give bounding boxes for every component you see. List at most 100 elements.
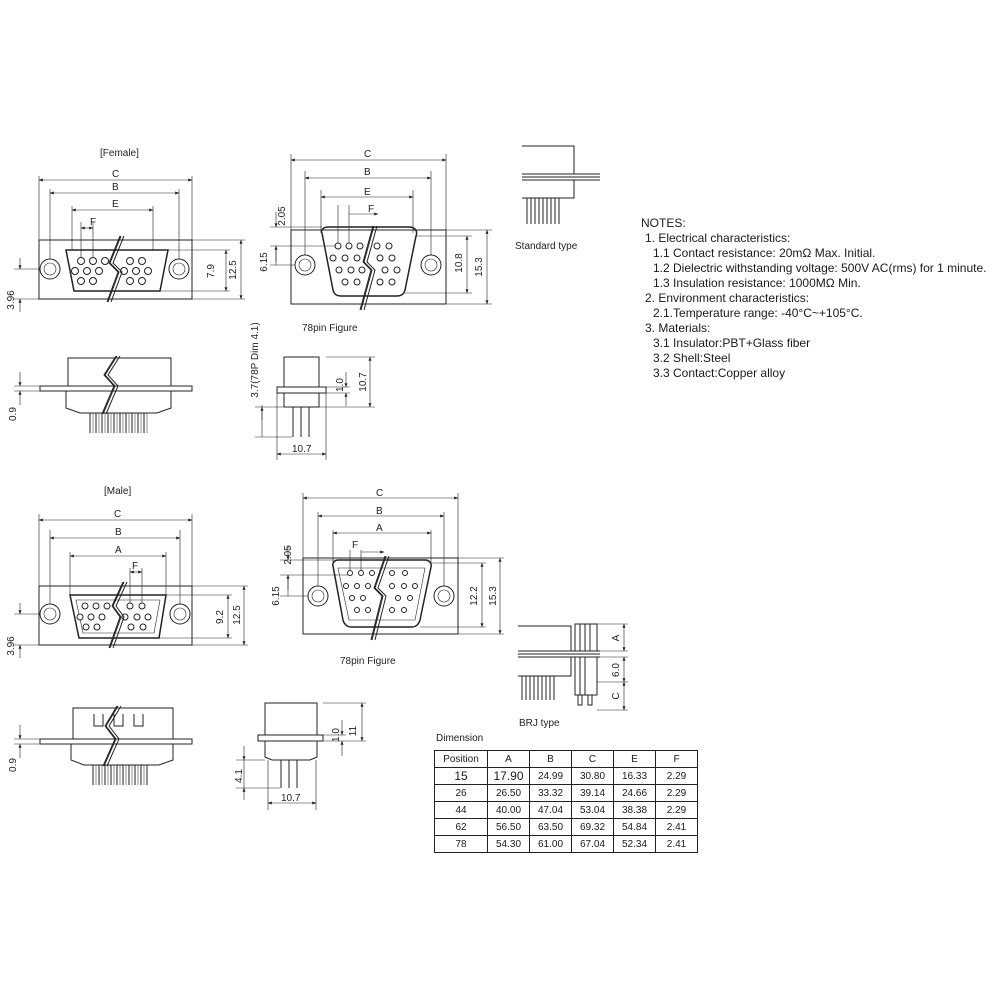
dim-1-0-m: 1.0 xyxy=(331,728,342,742)
dim-c-label: C xyxy=(112,169,119,180)
dim-7-9: 7.9 xyxy=(206,264,217,278)
table-cell: 39.14 xyxy=(571,784,614,802)
table-cell: 52.34 xyxy=(613,835,656,853)
brj-type-caption: BRJ type xyxy=(519,718,560,729)
table-cell: 54.30 xyxy=(487,835,530,853)
table-header-row: Position A B C E F xyxy=(434,750,698,768)
table-cell: 61.00 xyxy=(529,835,572,853)
dim-a-label-m: A xyxy=(115,545,122,556)
fig78-female-caption: 78pin Figure xyxy=(302,323,358,334)
dim-12-5-m: 12.5 xyxy=(232,605,243,625)
dim-10-8: 10.8 xyxy=(454,253,465,273)
table-cell: 78 xyxy=(434,835,488,853)
fig78-male-caption: 78pin Figure xyxy=(340,656,396,667)
standard-type-caption: Standard type xyxy=(515,241,578,252)
dim-b-label: B xyxy=(112,182,119,193)
brj-dim-6-0: 6.0 xyxy=(611,663,622,677)
dimension-title: Dimension xyxy=(436,733,484,744)
table-cell: 40.00 xyxy=(487,801,530,819)
table-header-cell: B xyxy=(529,750,572,768)
female-side-view: 0.9 xyxy=(8,355,193,433)
table-row: 78 54.30 61.00 67.04 52.34 2.41 xyxy=(434,835,698,853)
dim-15-3-f: 15.3 xyxy=(474,257,485,277)
dim-f-label-78f: F xyxy=(368,204,374,215)
table-cell: 2.41 xyxy=(655,835,698,853)
dim-3-7-78p: 3.7(78P Dim 4.1) xyxy=(250,322,261,397)
table-cell: 47.04 xyxy=(529,801,572,819)
female-front-view: [Female] C B E F 7.9 12.5 xyxy=(6,148,245,312)
brj-dim-a: A xyxy=(611,634,622,641)
table-header-cell: A xyxy=(487,750,530,768)
notes-block: NOTES: 1. Electrical characteristics: 1.… xyxy=(641,216,986,381)
dim-e-label: E xyxy=(112,199,119,210)
table-row: 44 40.00 47.04 53.04 38.38 2.29 xyxy=(434,801,698,819)
note-line: 1.2 Dielectric withstanding voltage: 500… xyxy=(653,261,987,275)
dim-4-1: 4.1 xyxy=(234,769,245,783)
table-row: 15 17.90 24.99 30.80 16.33 2.29 xyxy=(434,767,698,785)
table-cell: 26 xyxy=(434,784,488,802)
dim-b-label-78m: B xyxy=(376,506,383,517)
table-header-cell: F xyxy=(655,750,698,768)
dim-12-5: 12.5 xyxy=(228,260,239,280)
dim-2-05-f: 2.05 xyxy=(277,206,288,226)
note-line: 1. Electrical characteristics: xyxy=(645,231,791,245)
dim-1-0-f: 1.0 xyxy=(335,378,346,392)
table-header-cell: C xyxy=(571,750,614,768)
brj-type-detail: A 6.0 C BRJ type xyxy=(518,623,628,729)
female-78pin-figure: C B E F 2.05 6.15 10.8 15.3 78pin Figure xyxy=(259,149,492,334)
dim-10-7-f-vert: 10.7 xyxy=(358,372,369,392)
male-side-view: 0.9 xyxy=(8,705,193,785)
table-cell: 56.50 xyxy=(487,818,530,836)
dim-6-15-m: 6.15 xyxy=(271,586,282,606)
male-78pin-figure: C B A F 2.05 6.15 12.2 15.3 78pin Figure xyxy=(271,488,504,667)
dim-c-label-m: C xyxy=(114,509,121,520)
dim-f-label-78m: F xyxy=(352,540,358,551)
table-row: 62 56.50 63.50 69.32 54.84 2.41 xyxy=(434,818,698,836)
table-cell: 24.66 xyxy=(613,784,656,802)
male-label: [Male] xyxy=(104,486,131,497)
table-cell: 2.29 xyxy=(655,801,698,819)
brj-dim-c: C xyxy=(611,692,622,699)
dimension-table: Position A B C E F 15 17.90 24.99 30.80 … xyxy=(434,750,698,853)
table-cell: 53.04 xyxy=(571,801,614,819)
dim-b-label-78f: B xyxy=(364,167,371,178)
dim-0-9-female: 0.9 xyxy=(8,407,19,421)
table-cell: 24.99 xyxy=(529,767,572,785)
table-cell: 2.29 xyxy=(655,784,698,802)
dim-a-label-78m: A xyxy=(376,523,383,534)
standard-type-detail: Standard type xyxy=(515,145,600,252)
dim-f-label: F xyxy=(90,217,96,228)
dim-c-label-78f: C xyxy=(364,149,371,160)
male-78pin-side: 1.0 11 4.1 10.7 xyxy=(234,702,366,810)
table-cell: 2.41 xyxy=(655,818,698,836)
dim-3-96-female: 3.96 xyxy=(6,290,17,310)
note-line: 3.3 Contact:Copper alloy xyxy=(653,366,786,380)
dim-9-2: 9.2 xyxy=(215,610,226,624)
female-label: [Female] xyxy=(100,148,139,159)
table-cell: 26.50 xyxy=(487,784,530,802)
dim-10-7-m: 10.7 xyxy=(281,793,301,804)
table-row: 26 26.50 33.32 39.14 24.66 2.29 xyxy=(434,784,698,802)
note-line: 3.1 Insulator:PBT+Glass fiber xyxy=(653,336,811,350)
male-front-view: [Male] C B A F 9.2 12.5 3 xyxy=(6,486,248,658)
dim-c-label-78m: C xyxy=(376,488,383,499)
table-cell: 62 xyxy=(434,818,488,836)
table-cell: 16.33 xyxy=(613,767,656,785)
dim-2-05-m: 2.05 xyxy=(283,545,294,565)
dim-e-label-78f: E xyxy=(364,187,371,198)
table-cell: 33.32 xyxy=(529,784,572,802)
table-cell: 17.90 xyxy=(487,767,530,785)
table-header-cell: E xyxy=(613,750,656,768)
note-line: 2. Environment characteristics: xyxy=(645,291,810,305)
dim-12-2: 12.2 xyxy=(469,586,480,606)
table-cell: 54.84 xyxy=(613,818,656,836)
dim-15-3-m: 15.3 xyxy=(488,586,499,606)
dim-0-9-male: 0.9 xyxy=(8,758,19,772)
table-cell: 44 xyxy=(434,801,488,819)
dim-f-label-m: F xyxy=(132,561,138,572)
note-line: 3.2 Shell:Steel xyxy=(653,351,731,365)
table-cell: 15 xyxy=(434,767,488,785)
dim-6-15-f: 6.15 xyxy=(259,252,270,272)
table-cell: 69.32 xyxy=(571,818,614,836)
